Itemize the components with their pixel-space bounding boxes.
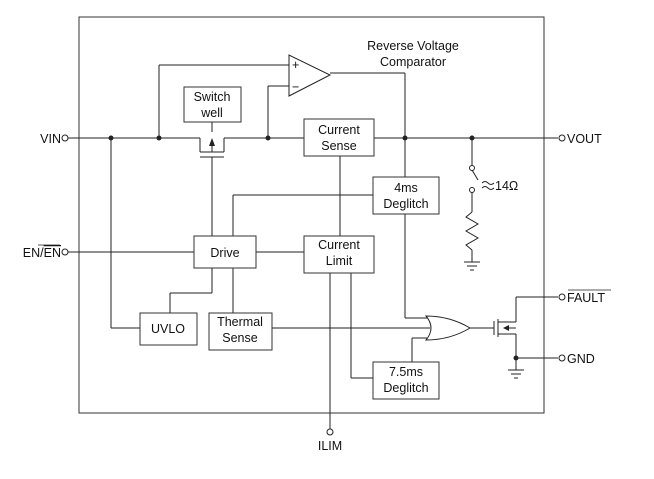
resistor-14ohm-label: 14Ω [495,179,518,193]
deglitch-4ms-label-1: 4ms [394,181,418,195]
deglitch-4ms-label-2: Deglitch [383,197,428,211]
reverse-voltage-comparator [288,54,332,97]
comparator-label-2: Comparator [380,55,446,69]
uvlo-block [139,312,198,346]
current-sense-label-2: Sense [321,139,356,153]
vin-label: VIN [40,132,61,146]
drive-label: Drive [210,246,239,260]
deglitch-75ms-label-2: Deglitch [383,381,428,395]
switch-well-label-1: Switch [194,90,231,104]
fault-pin [558,293,566,301]
comparator-minus-label: − [292,80,299,94]
comparator-label-1: Reverse Voltage [367,39,459,53]
vout-label: VOUT [567,132,602,146]
current-sense-block [303,118,375,157]
ilim-label: ILIM [318,439,342,453]
gnd-label: GND [567,352,595,366]
deglitch-75ms-block [372,361,440,400]
switch-well-label-2: well [200,106,223,120]
fault-label: FAULT [567,291,605,305]
drive-block [193,235,257,269]
ilim-pin [326,428,334,436]
current-limit-label-2: Limit [326,254,353,268]
en-label: EN/EN [23,246,61,260]
chip-boundary [78,16,545,414]
uvlo-label: UVLO [151,322,185,336]
thermal-sense-label-1: Thermal [217,315,263,329]
current-sense-label-1: Current [318,123,360,137]
switch-well-block [183,86,242,123]
current-limit-block [303,235,375,274]
deglitch-75ms-label-1: 7.5ms [389,365,423,379]
current-limit-label-1: Current [318,238,360,252]
vout-pin [558,134,566,142]
thermal-sense-block [208,312,273,351]
or-gate [424,315,471,341]
en-pin [61,248,69,256]
vin-pin [61,134,69,142]
junction-dots [108,135,519,361]
gnd-pin [558,354,566,362]
wires [68,64,558,429]
deglitch-4ms-block [372,176,440,215]
thermal-sense-label-2: Sense [222,331,257,345]
comparator-plus-label: + [292,58,299,72]
